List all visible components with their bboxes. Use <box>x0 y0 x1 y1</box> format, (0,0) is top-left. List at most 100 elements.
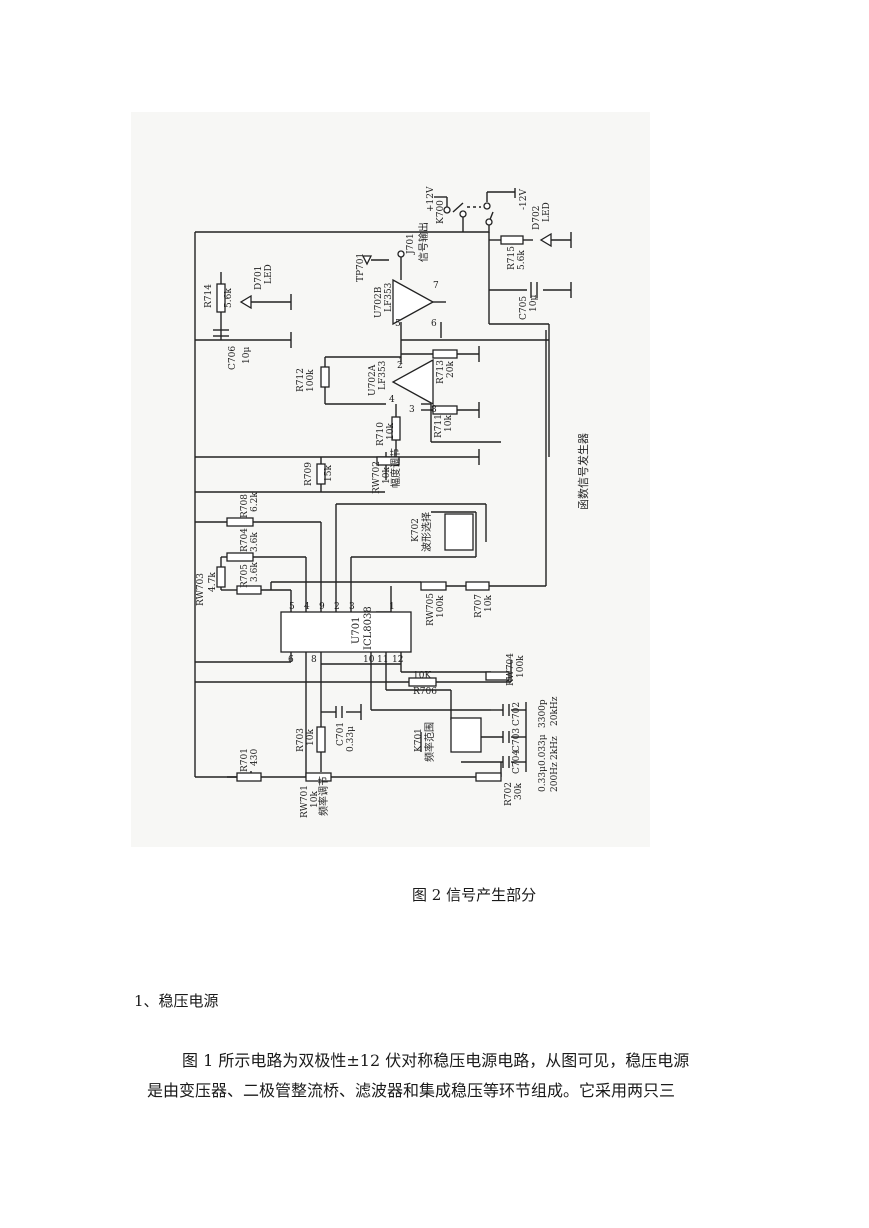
pin-8: 8 <box>311 655 317 665</box>
label-r707-value: 10k <box>484 595 494 612</box>
pin-6: 6 <box>288 655 294 665</box>
label-r713-value: 20k <box>446 361 456 378</box>
label-rw701-value: 10k <box>310 791 320 808</box>
label-u702a: U702A <box>368 364 378 396</box>
label-c705: C705 <box>519 296 529 320</box>
label-r708: R708 <box>240 494 250 518</box>
label-led1: LED <box>264 264 274 284</box>
pin-2-a: 2 <box>397 361 403 371</box>
label-r713: R713 <box>436 360 446 384</box>
label-rw701: RW701 <box>300 785 310 818</box>
label-r708-value: 6.2k <box>250 492 260 512</box>
label-waveform-select: 波形选择 <box>420 512 433 552</box>
label-r709: R709 <box>304 462 314 486</box>
switch-k701 <box>450 717 482 753</box>
pin-7-b: 7 <box>433 281 439 291</box>
label-c701: C701 <box>336 722 346 746</box>
label-rw703: RW703 <box>196 573 206 606</box>
label-d701: D701 <box>254 266 264 290</box>
resistor-r710 <box>391 416 401 441</box>
label-r712-value: 100k <box>306 369 316 392</box>
body-paragraph: 图 1 所示电路为双极性±12 伏对称稳压电源电路，从图可见，稳压电源 是由变压… <box>147 1046 747 1106</box>
resistor-r709 <box>316 463 326 485</box>
resistor-r701 <box>236 772 262 782</box>
resistor-r704 <box>226 552 254 562</box>
pin-12: 12 <box>392 655 403 665</box>
resistor-r707 <box>465 581 490 591</box>
label-signal-output: 信号输出 <box>417 222 430 262</box>
label-c704: C704 <box>512 750 522 774</box>
label-r715: R715 <box>507 246 517 270</box>
resistor-r714 <box>216 283 226 313</box>
paragraph-line-1: 图 1 所示电路为双极性±12 伏对称稳压电源电路，从图可见，稳压电源 <box>182 1051 690 1070</box>
label-rw705-value: 100k <box>436 595 446 618</box>
pin-10: 10 <box>363 655 375 665</box>
label-frequency-adjust: 频率调节 <box>317 776 330 816</box>
label-c702-freq: 20kHz <box>550 696 560 726</box>
label-r702-value: 30k <box>514 783 524 800</box>
resistor-r715 <box>500 235 524 245</box>
pin-11: 11 <box>377 655 388 665</box>
label-r706-value: 10K <box>413 671 431 681</box>
label-rw704-value: 100k <box>516 655 526 678</box>
label-c703: C703 <box>512 728 522 752</box>
resistor-r712 <box>320 366 330 388</box>
label-plus12: +12V <box>426 186 436 212</box>
led-d701-icon <box>239 294 252 310</box>
opamp-u702b <box>392 278 435 326</box>
opamp-u702a <box>391 358 434 406</box>
resistor-r705 <box>236 585 262 595</box>
testpoint-icon <box>361 255 373 266</box>
pin-5-b: 5 <box>395 319 401 329</box>
figure-caption: 图 2 信号产生部分 <box>412 886 537 904</box>
label-k701: K701 <box>414 728 424 752</box>
label-rw702: RW702 <box>372 461 382 494</box>
label-r703-value: 10k <box>306 729 316 746</box>
label-u701: U701 <box>351 616 362 644</box>
pin-3-a: 3 <box>409 405 415 415</box>
wiring <box>194 188 572 778</box>
label-c702: C702 <box>512 702 522 726</box>
label-c701-value: 0.33μ <box>346 726 356 752</box>
paragraph-line-2: 是由变压器、二极管整流桥、滤波器和集成稳压等环节组成。它采用两只三 <box>147 1081 676 1100</box>
label-lf353b: LF353 <box>384 282 394 312</box>
pin-4-a: 4 <box>389 395 395 405</box>
pot-rw702 <box>376 456 400 466</box>
label-d702: D702 <box>532 206 542 230</box>
label-r707: R707 <box>474 594 484 618</box>
pot-rw701 <box>305 772 332 782</box>
label-icl8038: ICL8038 <box>363 606 374 650</box>
label-r714: R714 <box>204 284 214 308</box>
resistor-r713 <box>432 349 458 359</box>
pin-1-a: 1 <box>398 357 404 367</box>
label-r704-value: 3.6k <box>250 532 260 552</box>
label-k700: K700 <box>436 200 446 224</box>
label-r710-value: 10k <box>386 423 396 440</box>
label-r715-value: 5.6k <box>517 250 527 270</box>
label-u702b: U702B <box>374 286 384 318</box>
label-r709-value: 15k <box>324 465 334 482</box>
label-tp701: TP701 <box>356 253 366 282</box>
pin-8-a: 8 <box>431 405 437 415</box>
pin-5: 5 <box>289 602 295 612</box>
label-rw702-value: 10k <box>382 467 392 484</box>
pin-4: 4 <box>304 602 310 612</box>
label-c703-value: 0.033μ <box>538 734 548 766</box>
label-function-generator: 函数信号发生器 <box>576 433 590 510</box>
schematic-scan: K700 +12V -12V D702 LED R715 5.6k C705 1… <box>131 112 650 847</box>
pin-3: 3 <box>349 602 355 612</box>
label-r705-value: 3.6k <box>250 562 260 582</box>
switch-k702 <box>444 513 474 551</box>
label-c704-freq: 200Hz <box>550 762 560 792</box>
label-amplitude-adjust: 幅度调节 <box>389 448 402 488</box>
label-led2: LED <box>542 202 552 222</box>
label-rw704: RW704 <box>506 653 516 686</box>
label-c703-freq: 2kHz <box>550 736 560 760</box>
resistor-r708 <box>226 517 254 527</box>
label-r704: R704 <box>240 528 250 552</box>
label-r712: R712 <box>296 368 306 392</box>
label-lf353a: LF353 <box>378 360 388 390</box>
label-r703: R703 <box>296 728 306 752</box>
label-frequency-range: 频率范围 <box>423 722 436 762</box>
label-r711: R711 <box>434 414 444 438</box>
